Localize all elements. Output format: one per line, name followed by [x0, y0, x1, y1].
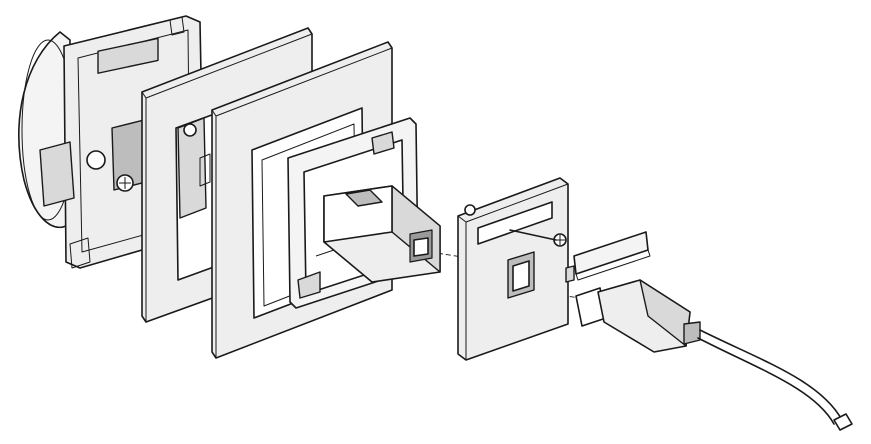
label-insert-strip — [565, 231, 651, 283]
keystone-jack-module — [323, 185, 441, 283]
rj45-patch-cable — [575, 279, 853, 431]
cover-plate — [457, 177, 569, 361]
